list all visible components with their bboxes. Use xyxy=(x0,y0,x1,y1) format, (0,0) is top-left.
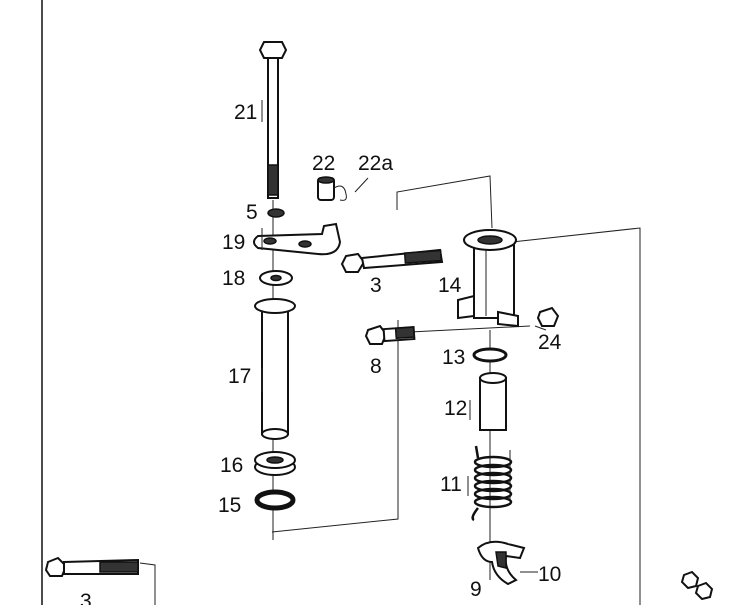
label-21: 21 xyxy=(234,101,257,124)
part-22-nut xyxy=(317,176,369,201)
label-15: 15 xyxy=(218,494,241,517)
part-3-bolt xyxy=(340,248,444,273)
part-17-pin xyxy=(254,298,296,440)
label-3: 3 xyxy=(370,274,382,297)
label-17: 17 xyxy=(228,365,251,388)
part-12-sleeve xyxy=(479,372,507,431)
part-3-bolt-bottom xyxy=(44,556,139,577)
nut-pair xyxy=(680,570,714,601)
part-15-ring xyxy=(254,489,296,511)
label-14: 14 xyxy=(438,274,462,297)
label-22: 22 xyxy=(312,152,335,175)
label-19: 19 xyxy=(222,231,245,254)
label-10: 10 xyxy=(538,563,561,586)
part-19-plate xyxy=(253,222,342,256)
label-3-bottom: 3 xyxy=(80,590,92,605)
label-13: 13 xyxy=(442,346,465,369)
label-9: 9 xyxy=(470,578,482,601)
label-12: 12 xyxy=(444,397,467,420)
label-24: 24 xyxy=(538,331,562,354)
label-22a: 22a xyxy=(358,152,393,175)
part-11-spring xyxy=(471,445,513,522)
part-5-washer xyxy=(267,208,285,218)
label-11: 11 xyxy=(440,473,462,496)
assembly-lines xyxy=(139,175,641,605)
part-16-bushing xyxy=(254,451,296,476)
part-24-nut xyxy=(536,306,560,327)
label-leaders xyxy=(261,100,547,573)
part-8-bolt xyxy=(364,324,416,345)
part-9-10-lever xyxy=(476,540,526,586)
part-13-washer xyxy=(472,347,508,363)
part-21-long-bolt xyxy=(258,41,288,199)
label-18: 18 xyxy=(222,267,245,290)
label-16: 16 xyxy=(220,454,243,477)
part-14-housing xyxy=(457,229,519,328)
label-8: 8 xyxy=(370,355,382,378)
label-5: 5 xyxy=(246,201,258,224)
washer-hole xyxy=(270,274,282,282)
